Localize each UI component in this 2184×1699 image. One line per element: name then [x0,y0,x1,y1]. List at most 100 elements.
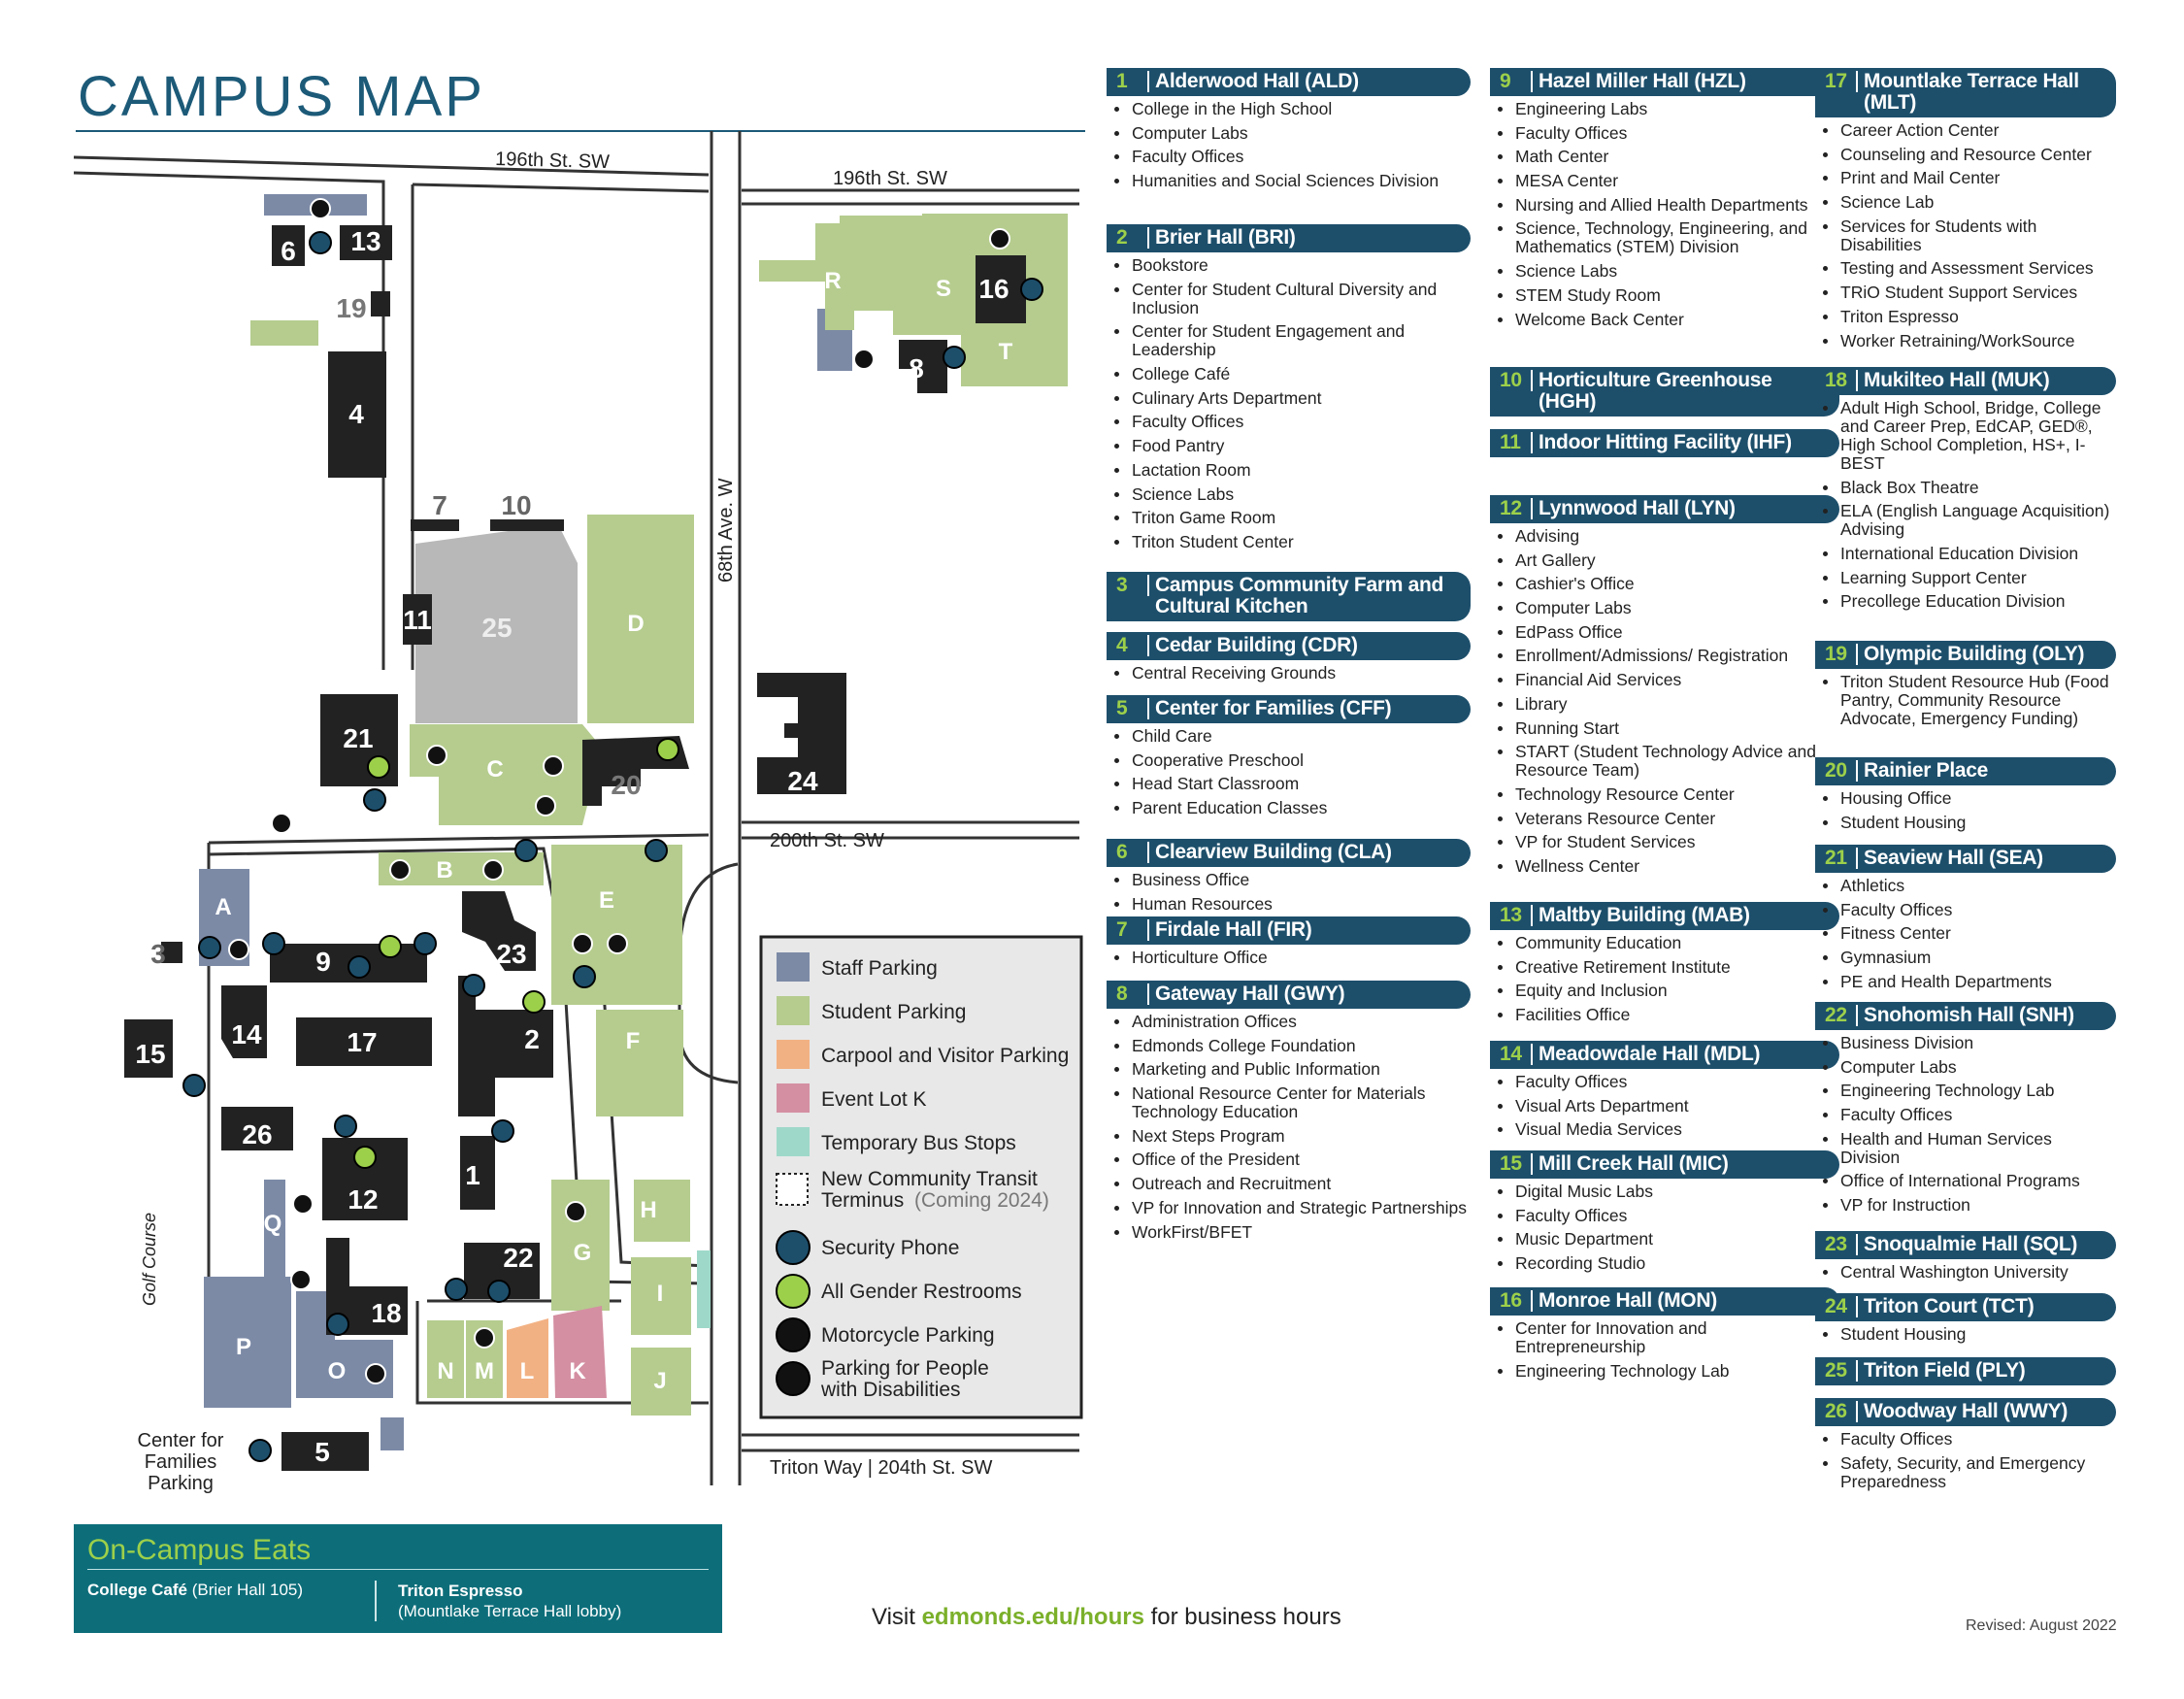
security-phone-icon[interactable] [248,1439,272,1462]
hours-link[interactable]: edmonds.edu/hours [921,1604,1144,1630]
legend-label-line3: (Coming 2024) [914,1189,1049,1212]
legend-label: Motorcycle Parking [821,1324,995,1347]
building-service: Office of the President [1114,1150,1471,1169]
lot-letter-labels: A B C D E F G H I J K L M N O P Q R S T [215,268,1012,1394]
building-service: Office of International Programs [1823,1172,2116,1190]
security-phone-icon[interactable] [645,839,668,862]
building-service: Community Education [1498,934,1839,952]
security-phone-icon[interactable] [334,1115,357,1138]
building-services-list: Horticulture Office [1107,949,1471,967]
eats-left-loc: (Brier Hall 105) [191,1581,304,1599]
motorcycle-icon [389,859,411,881]
building-name: Alderwood Hall (ALD) [1155,70,1359,92]
security-phone-icon[interactable] [414,932,437,955]
building-number: 26 [1825,1401,1858,1422]
building-service: Faculty Offices [1823,900,2116,919]
carpool-event-lots [507,1250,711,1398]
lot-label-O: O [328,1358,347,1384]
building-service: Triton Student Center [1114,532,1471,551]
security-phone-icon[interactable] [182,1074,206,1097]
accessible-icon [565,1201,586,1222]
building-service: Financial Aid Services [1498,671,1839,689]
building-26 [221,1107,293,1150]
building-service: Cashier's Office [1498,575,1839,593]
building-name: Snoqualmie Hall (SQL) [1864,1233,2078,1255]
building-service: Science Labs [1498,262,1839,281]
building-service: Computer Labs [1114,123,1471,143]
label-13: 13 [350,226,381,256]
security-phone-icon[interactable] [487,1280,511,1303]
building-service: Running Start [1498,718,1839,738]
building-service: Student Housing [1823,813,2116,832]
security-phone-icon[interactable] [1020,278,1043,301]
building-service: Visual Media Services [1498,1120,1839,1139]
label-20: 20 [611,770,641,800]
building-service: Facilities Office [1498,1006,1839,1024]
building-name: Horticulture Greenhouse (HGH) [1539,369,1772,413]
label-3: 3 [150,939,166,969]
security-phone-icon[interactable] [573,965,596,988]
building-number: 24 [1825,1296,1858,1317]
security-phone-icon[interactable] [262,932,285,955]
security-phone-icon[interactable] [363,788,386,812]
building-services-list: Student Housing [1815,1325,2116,1344]
building-services-list: Central Receiving Grounds [1107,664,1471,683]
building-number: 25 [1825,1360,1858,1382]
cff-parking-line2: Families [145,1451,216,1473]
lot-label-Q: Q [264,1211,282,1237]
security-phone-icon[interactable] [462,974,485,997]
security-phone-icon[interactable] [198,936,221,959]
on-campus-eats: On-Campus Eats College Café (Brier Hall … [74,1524,722,1633]
motorcycle-icon [776,1317,811,1352]
legend-swatch [777,1127,810,1156]
visit-line: Visit edmonds.edu/hours for business hou… [872,1604,1341,1631]
security-phone-icon[interactable] [445,1278,468,1301]
security-phone-icon[interactable] [326,1313,349,1336]
security-phone-icon[interactable] [491,1119,514,1143]
security-phone-icon[interactable] [943,346,966,369]
street-triton-way: Triton Way | 204th St. SW [770,1457,992,1479]
security-phone-icon[interactable] [514,839,538,862]
legend-box [759,935,1083,1419]
label-21: 21 [343,723,373,753]
label-1: 1 [465,1160,480,1190]
campus-map[interactable]: 6 13 19 4 7 10 11 25 21 20 24 16 8 23 9 … [0,0,1097,1515]
eats-left-name: College Café [87,1581,187,1599]
building-4 [328,351,386,478]
security-phone-icon[interactable] [347,955,371,979]
building-services-list: Central Washington University [1815,1263,2116,1282]
security-phone-icon[interactable] [309,231,332,254]
